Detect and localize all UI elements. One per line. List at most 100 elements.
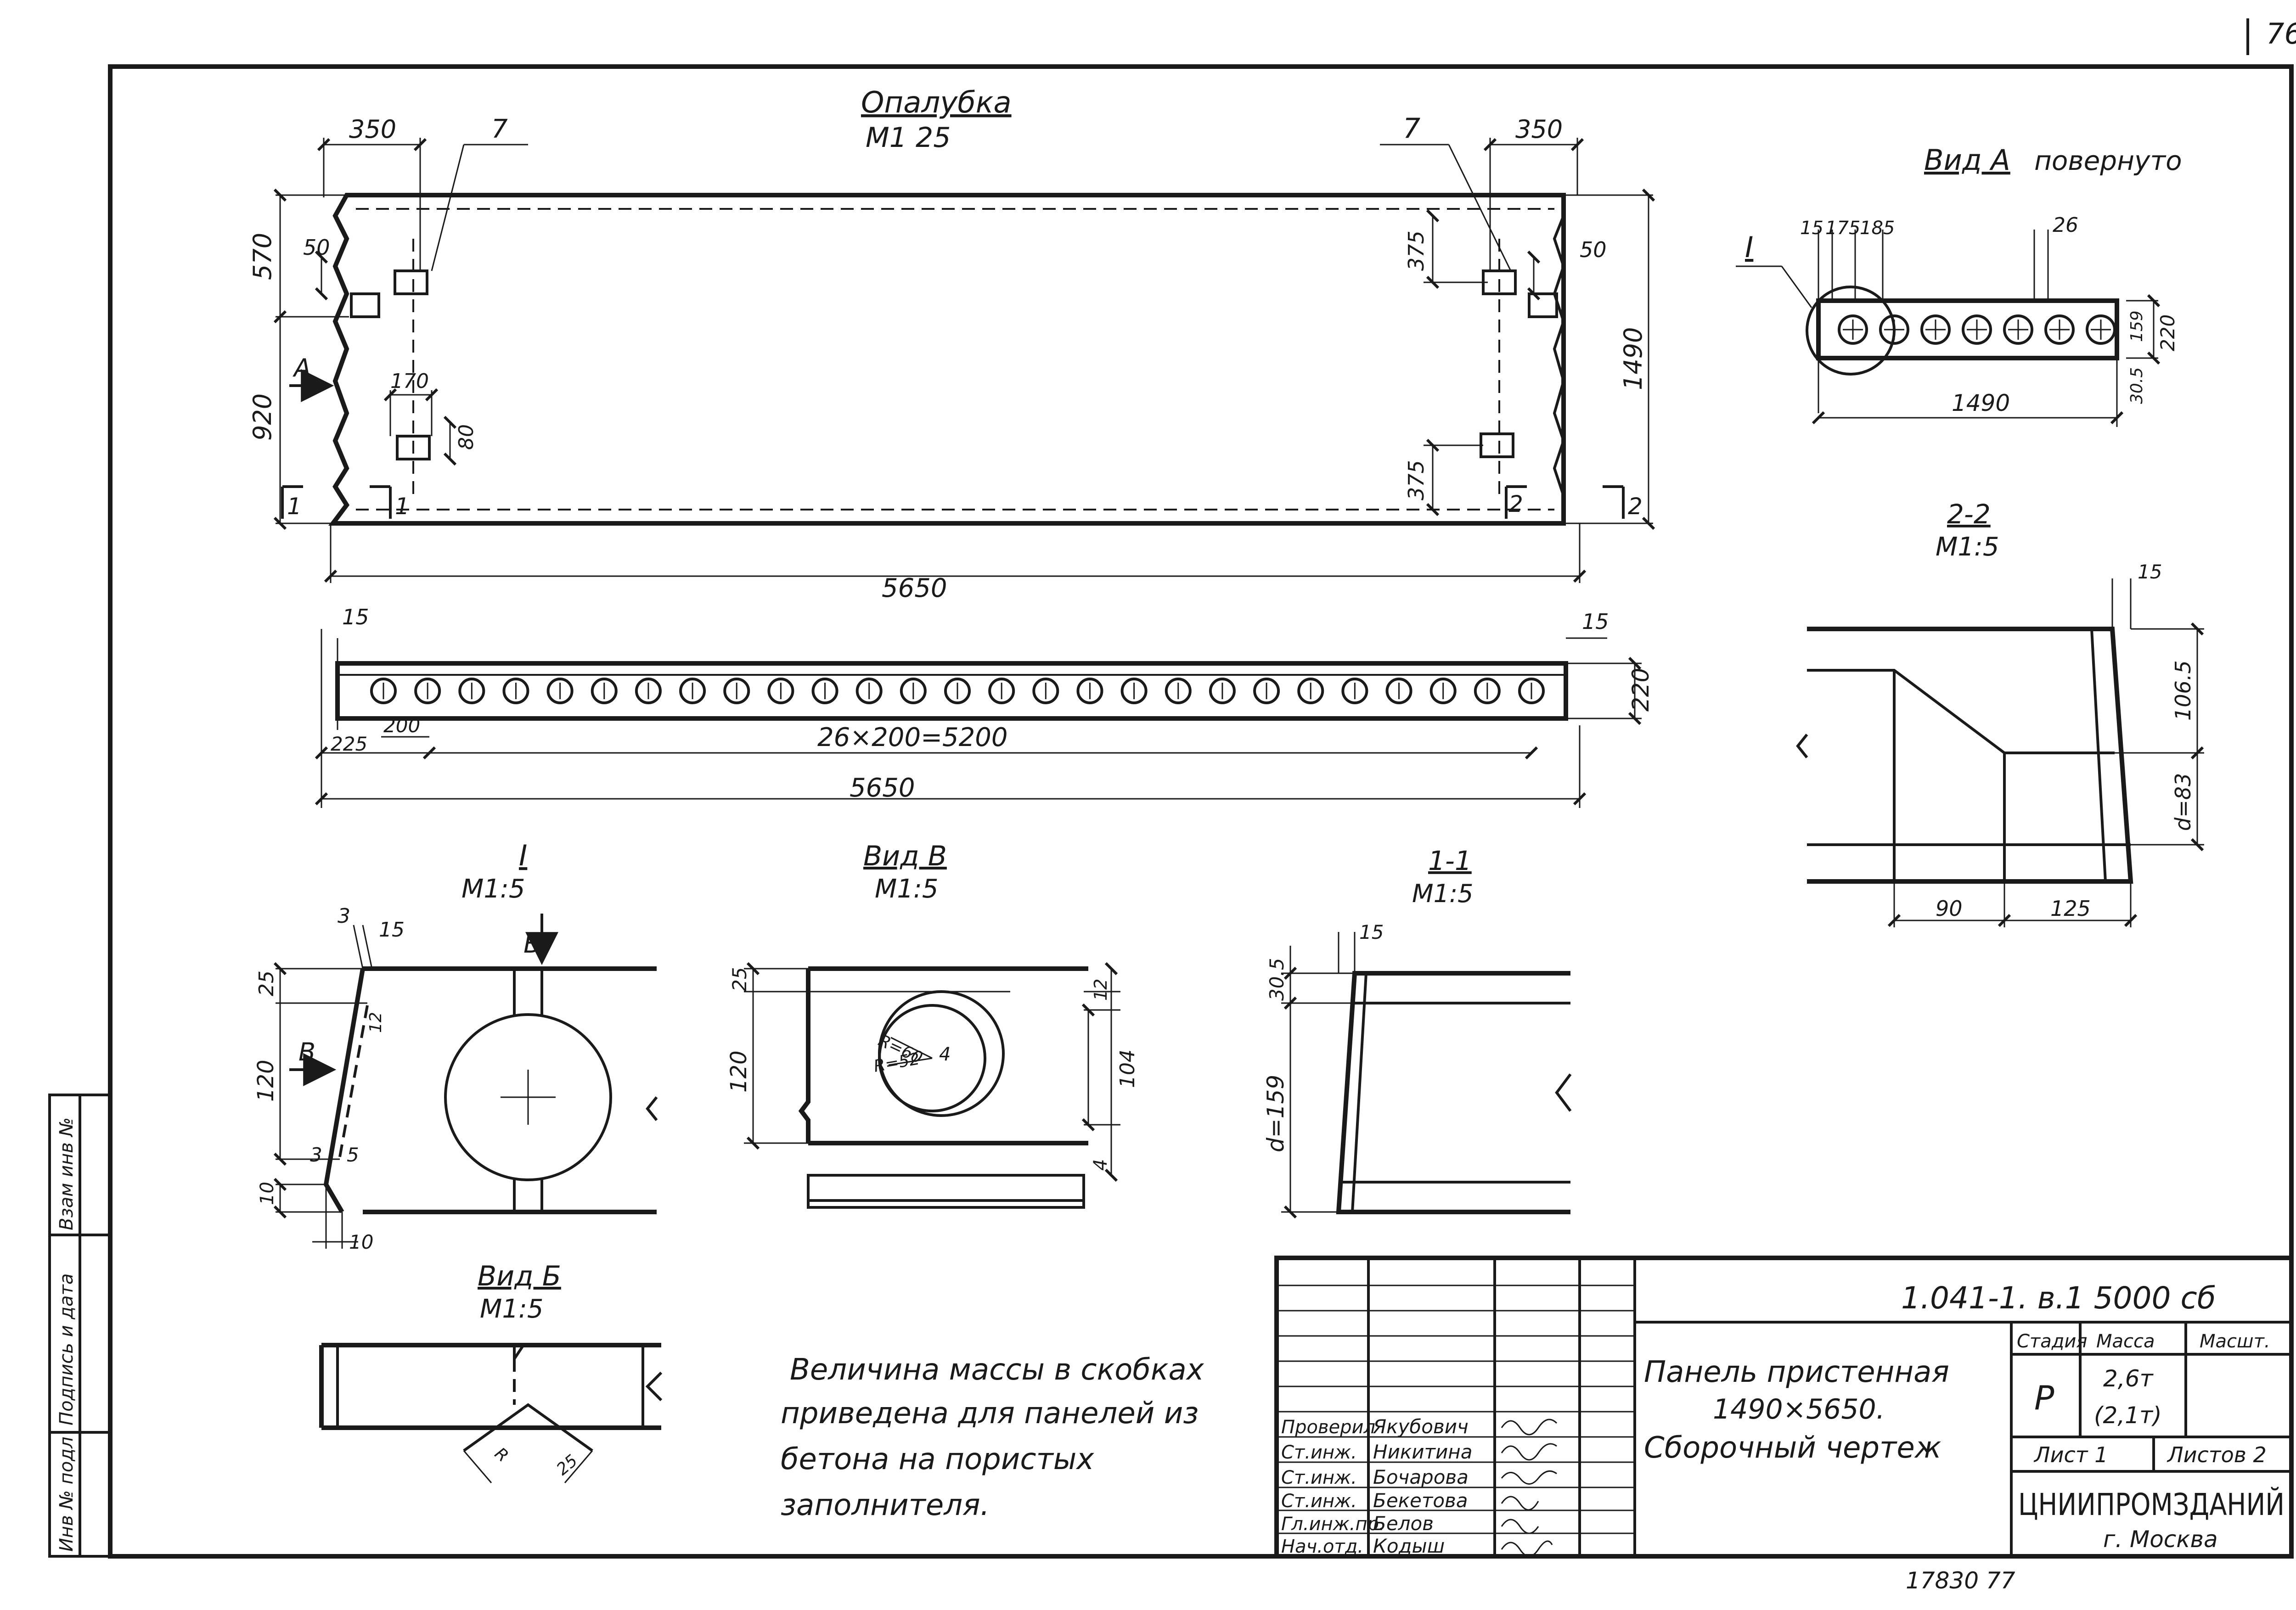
arrow-a: A	[293, 353, 311, 382]
view-a-hole	[1838, 314, 1868, 345]
org-city: г. Москва	[2103, 1526, 2218, 1553]
view-v-dim-4b: 4	[1090, 1159, 1111, 1171]
name-line-3: Сборочный чертеж	[1644, 1431, 1941, 1465]
signer-role-5: Гл.инж.пр.	[1281, 1514, 1385, 1535]
page-number: 76	[2266, 17, 2296, 50]
elevation-hole	[1385, 678, 1412, 704]
view-v-title: Вид В	[863, 840, 947, 872]
section-1-1-dim-15: 15	[1359, 921, 1384, 943]
dim-right-50: 50	[1580, 237, 1607, 262]
view-a-dim-175: 175	[1825, 218, 1860, 239]
dim-right-1490: 1490	[1619, 327, 1648, 390]
section-mark-2-left: 2	[1508, 491, 1523, 517]
view-v: Вид В М1:5 R=60 R=52 4 25 120 12 104 4	[726, 840, 1139, 1209]
doc-code: 1.041-1. в.1 5000 сб	[1901, 1280, 2216, 1316]
detail-i-dim-10b: 10	[349, 1231, 373, 1253]
panel-outline	[328, 193, 1566, 526]
view-a-title: Вид А	[1924, 143, 2010, 177]
note-line-2: приведена для панелей из	[781, 1397, 1199, 1430]
detail-i-dim-120: 120	[253, 1060, 279, 1102]
view-b-dim-25: 25	[553, 1451, 581, 1479]
elevation-hole	[1297, 678, 1324, 704]
detail-i-scale: М1:5	[461, 874, 525, 904]
elevation-hole	[1341, 678, 1368, 704]
view-v-dim-104: 104	[1116, 1049, 1139, 1088]
view-v-dim-12: 12	[1091, 979, 1111, 1001]
insert-left-top	[394, 269, 428, 295]
signer-name-3: Бочарова	[1373, 1466, 1469, 1488]
title-block: Проверил Якубович Ст.инж. Никитина Ст.ин…	[1274, 1256, 2294, 1559]
section-2-2-dim-1065: 106.5	[2171, 660, 2195, 721]
signer-role-6: Нач.отд.	[1281, 1536, 1363, 1557]
note-line-4: заполнителя.	[781, 1488, 990, 1522]
elevation-hole	[1253, 678, 1280, 704]
section-2-2-title: 2-2	[1947, 499, 1991, 530]
view-a-subtitle: повернуто	[2034, 145, 2182, 176]
signer-name-6: Кодыш	[1373, 1535, 1445, 1557]
elevation-hole	[458, 678, 485, 704]
view-a-hole	[1879, 314, 1909, 345]
elevation-hole	[1429, 678, 1457, 704]
detail-i-dim-25: 25	[255, 970, 278, 996]
view-v-scale: М1:5	[875, 874, 938, 904]
side-stamp-cell-3: Инв № подл	[56, 1436, 77, 1552]
elevation-hole	[1165, 678, 1192, 704]
view-a-dim-220: 220	[2156, 314, 2179, 351]
section-1-1-outline	[1336, 971, 1570, 1214]
elevation-hole	[635, 678, 662, 704]
section-2-2-dim-90: 90	[1936, 896, 1963, 921]
note: Величина массы в скобках приведена для п…	[781, 1353, 1204, 1522]
dim-left-50: 50	[303, 235, 330, 260]
sheet-frame	[108, 64, 2294, 1559]
elevation-outline	[335, 661, 1568, 721]
view-v-dim-120: 120	[726, 1050, 752, 1093]
detail-i-dim-15: 15	[379, 918, 405, 942]
view-a-hole	[2086, 314, 2116, 345]
detail-i-dim-3b: 3	[310, 1144, 322, 1166]
view-a-dim-26: 26	[2053, 213, 2078, 237]
elevation-hole	[1120, 678, 1148, 704]
signer-name-1: Якубович	[1373, 1415, 1469, 1438]
insert-right-slot	[1528, 292, 1558, 318]
view-v-dim-25: 25	[728, 967, 751, 992]
section-1-1-dim-305: 30.5	[1266, 958, 1288, 1001]
view-v-dim-4a: 4	[939, 1044, 951, 1065]
hole-row	[370, 678, 1545, 704]
signer-role-1: Проверил	[1281, 1417, 1375, 1438]
elevation-hole	[679, 678, 706, 704]
elevation-hole	[1032, 678, 1059, 704]
side-stamp-cell-2: Подпись и дата	[56, 1273, 77, 1425]
view-b: Вид Б М1:5 R 25	[319, 1260, 663, 1483]
elevation-hole	[591, 678, 618, 704]
dim-right-375-top: 375	[1404, 230, 1429, 271]
mark-left-7: 7	[491, 114, 508, 144]
dim-left-570: 570	[248, 233, 277, 280]
elevation-hole	[414, 678, 441, 704]
dim-elev-pitch: 26×200=5200	[817, 723, 1008, 752]
view-a-dim-15: 15	[1800, 218, 1823, 239]
sheet-number: Лист 1	[2033, 1442, 2108, 1467]
section-1-1-title: 1-1	[1428, 845, 1472, 876]
view-v-outline	[798, 966, 1088, 1145]
section-2-2-outline	[1807, 627, 2133, 884]
elevation-hole	[767, 678, 794, 704]
detail-i-outline	[323, 966, 657, 1214]
sheet-total: Листов 2	[2167, 1442, 2267, 1467]
section-1-1: 1-1 М1:5 15 30.5 d=159	[1262, 845, 1572, 1219]
main-view-title: Опалубка	[861, 86, 1012, 120]
header-stage: Стадия	[2017, 1331, 2087, 1352]
elevation-hole	[370, 678, 397, 704]
elevation-hole	[546, 678, 574, 704]
section-2-2-dim-15: 15	[2138, 561, 2162, 583]
view-a-holes	[1838, 314, 2116, 345]
elevation-view: 15 15 220 225 200 26×200=5200 5650	[315, 605, 1654, 808]
detail-i-dim-10a: 10	[257, 1182, 278, 1205]
view-a-hole	[1920, 314, 1951, 345]
elevation-hole	[900, 678, 927, 704]
elevation-hole	[1518, 678, 1545, 704]
view-a: Вид А повернуто 15 175 185 26 I 220 159 …	[1736, 143, 2182, 427]
elevation-hole	[811, 678, 838, 704]
name-line-2: 1490×5650.	[1713, 1393, 1885, 1425]
view-b-title: Вид Б	[478, 1260, 561, 1292]
